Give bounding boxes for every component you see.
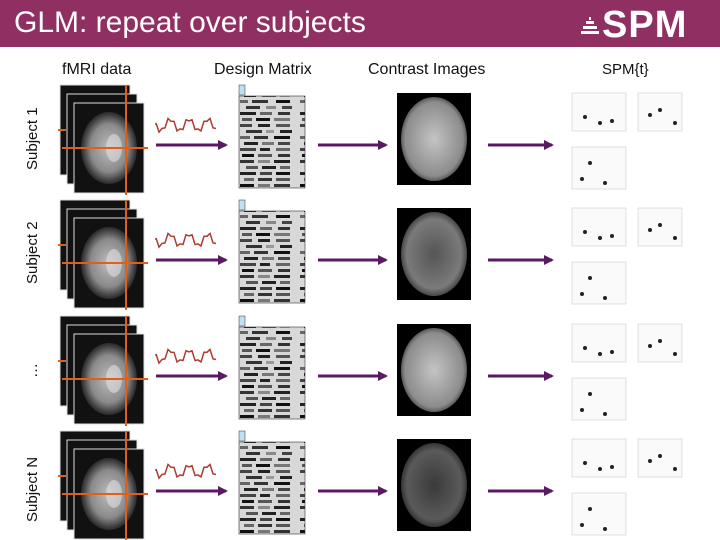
activation-blob	[648, 344, 652, 348]
activation-blob	[598, 352, 602, 356]
activation-blob	[580, 177, 584, 181]
design-matrix-contrast	[239, 85, 245, 95]
activation-blob	[673, 352, 677, 356]
activation-blob	[583, 346, 587, 350]
activation-blob	[610, 465, 614, 469]
activation-blob	[648, 228, 652, 232]
activation-blob	[648, 113, 652, 117]
activation-blob	[583, 230, 587, 234]
activation-blob	[658, 454, 662, 458]
glass-brain-axial	[572, 262, 626, 304]
glass-brain-axial	[572, 147, 626, 189]
activation-blob	[658, 108, 662, 112]
activation-blob	[610, 234, 614, 238]
activation-blob	[603, 412, 607, 416]
activation-blob	[658, 339, 662, 343]
timeseries-plot	[156, 349, 216, 363]
pipeline-row	[58, 200, 682, 310]
timeseries-plot	[156, 118, 216, 132]
pipeline-row	[58, 85, 682, 195]
activation-blob	[580, 292, 584, 296]
contrast-image	[401, 212, 467, 296]
activation-blob	[598, 121, 602, 125]
glass-brain-sagittal	[572, 93, 626, 131]
activation-blob	[648, 459, 652, 463]
contrast-image	[401, 328, 467, 412]
activation-blob	[610, 119, 614, 123]
design-matrix	[239, 327, 305, 419]
glass-brain-axial	[572, 493, 626, 535]
activation-blob	[603, 296, 607, 300]
contrast-image	[401, 443, 467, 527]
activation-blob	[673, 121, 677, 125]
activation-blob	[588, 392, 592, 396]
contrast-image	[401, 97, 467, 181]
activation-blob	[610, 350, 614, 354]
activation-blob	[603, 181, 607, 185]
activation-blob	[588, 276, 592, 280]
design-matrix	[239, 96, 305, 188]
design-matrix-contrast	[239, 200, 245, 210]
activation-blob	[583, 115, 587, 119]
activation-blob	[598, 467, 602, 471]
activation-blob	[583, 461, 587, 465]
activation-blob	[658, 223, 662, 227]
activation-blob	[588, 507, 592, 511]
glass-brain-sagittal	[572, 439, 626, 477]
design-matrix-contrast	[239, 316, 245, 326]
activation-blob	[673, 236, 677, 240]
activation-blob	[580, 408, 584, 412]
pipeline-row	[58, 316, 682, 426]
activation-blob	[580, 523, 584, 527]
activation-blob	[598, 236, 602, 240]
glass-brain-sagittal	[572, 324, 626, 362]
timeseries-plot	[156, 233, 216, 247]
glass-brain-axial	[572, 378, 626, 420]
activation-blob	[673, 467, 677, 471]
glass-brain-sagittal	[572, 208, 626, 246]
activation-blob	[603, 527, 607, 531]
design-matrix-contrast	[239, 431, 245, 441]
design-matrix	[239, 442, 305, 534]
timeseries-plot	[156, 464, 216, 478]
design-matrix	[239, 211, 305, 303]
pipeline-row	[58, 431, 682, 540]
activation-blob	[588, 161, 592, 165]
